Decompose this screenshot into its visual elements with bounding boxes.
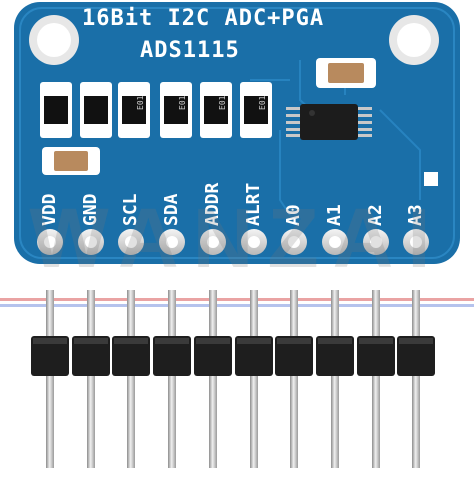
pin-upper bbox=[87, 290, 95, 338]
pcb-edge bbox=[19, 7, 455, 259]
pin-vdd bbox=[31, 229, 69, 468]
pin-lower bbox=[372, 376, 380, 468]
pin-upper bbox=[209, 290, 217, 338]
pin-lower bbox=[168, 376, 176, 468]
resistor-r5 bbox=[200, 82, 232, 138]
pin-a0 bbox=[275, 229, 313, 468]
pin-a1 bbox=[316, 229, 354, 468]
pin-scl bbox=[112, 229, 150, 468]
pin-upper bbox=[331, 290, 339, 338]
housing-highlight bbox=[74, 338, 108, 344]
resistor-marking-4: E01 bbox=[258, 95, 267, 110]
pin-alrt bbox=[235, 229, 273, 468]
pad-hole bbox=[410, 236, 422, 248]
pin-housing bbox=[72, 336, 110, 376]
housing-highlight bbox=[114, 338, 148, 344]
pad-hole bbox=[288, 236, 300, 248]
housing-highlight bbox=[399, 338, 433, 344]
pin-header bbox=[31, 229, 435, 468]
pad-hole bbox=[125, 236, 137, 248]
pad-hole bbox=[248, 236, 260, 248]
pin-housing bbox=[316, 336, 354, 376]
housing-highlight bbox=[318, 338, 352, 344]
resistor-marking-3: E01 bbox=[218, 95, 227, 110]
test-pad bbox=[424, 172, 438, 186]
pin-housing bbox=[31, 336, 69, 376]
pin-lower bbox=[46, 376, 54, 468]
resistor-r3 bbox=[118, 82, 150, 138]
pin-lower bbox=[87, 376, 95, 468]
ads1115-chip bbox=[286, 104, 372, 140]
pin-upper bbox=[372, 290, 380, 338]
pin-a3 bbox=[397, 229, 435, 468]
watermark: WANZAI bbox=[29, 191, 445, 285]
pin-gnd bbox=[72, 229, 110, 468]
watermark-stripe-blue bbox=[0, 304, 474, 307]
resistor-r6 bbox=[240, 82, 272, 138]
pin-housing bbox=[194, 336, 232, 376]
pad-hole bbox=[44, 236, 56, 248]
pad-hole bbox=[85, 236, 97, 248]
pin-upper bbox=[290, 290, 298, 338]
resistor-r1 bbox=[40, 82, 72, 138]
pin-housing bbox=[153, 336, 191, 376]
resistor-r4 bbox=[160, 82, 192, 138]
housing-highlight bbox=[155, 338, 189, 344]
pad-hole bbox=[370, 236, 382, 248]
pad-hole bbox=[207, 236, 219, 248]
housing-highlight bbox=[277, 338, 311, 344]
resistor-marking-2: E01 bbox=[178, 95, 187, 110]
pin-housing bbox=[112, 336, 150, 376]
mounting-hole-right bbox=[389, 15, 439, 65]
pad-hole bbox=[329, 236, 341, 248]
pin-lower bbox=[412, 376, 420, 468]
capacitor-c2 bbox=[316, 58, 376, 88]
pin-sda bbox=[153, 229, 191, 468]
board-title: 16Bit I2C ADC+PGA bbox=[82, 6, 325, 31]
pcb-traces bbox=[250, 60, 421, 216]
housing-highlight bbox=[359, 338, 393, 344]
pin-housing bbox=[397, 336, 435, 376]
pin-upper bbox=[127, 290, 135, 338]
pin-housing bbox=[275, 336, 313, 376]
pin-lower bbox=[290, 376, 298, 468]
pin-housing bbox=[235, 336, 273, 376]
housing-highlight bbox=[33, 338, 67, 344]
chip-label: ADS1115 bbox=[140, 38, 240, 63]
pin-upper bbox=[250, 290, 258, 338]
mounting-hole-left bbox=[29, 15, 79, 65]
housing-highlight bbox=[196, 338, 230, 344]
pin-upper bbox=[168, 290, 176, 338]
housing-highlight bbox=[237, 338, 271, 344]
pin-a2 bbox=[357, 229, 395, 468]
resistor-marking-1: E01 bbox=[136, 95, 145, 110]
resistor-r2 bbox=[80, 82, 112, 138]
pin-upper bbox=[412, 290, 420, 338]
pad-hole bbox=[166, 236, 178, 248]
pin-lower bbox=[209, 376, 217, 468]
pin-upper bbox=[46, 290, 54, 338]
capacitor-c1 bbox=[42, 147, 100, 175]
pin-lower bbox=[127, 376, 135, 468]
pin-lower bbox=[250, 376, 258, 468]
pin-addr bbox=[194, 229, 232, 468]
pin-lower bbox=[331, 376, 339, 468]
watermark-stripe-red bbox=[0, 298, 474, 301]
pin-housing bbox=[357, 336, 395, 376]
